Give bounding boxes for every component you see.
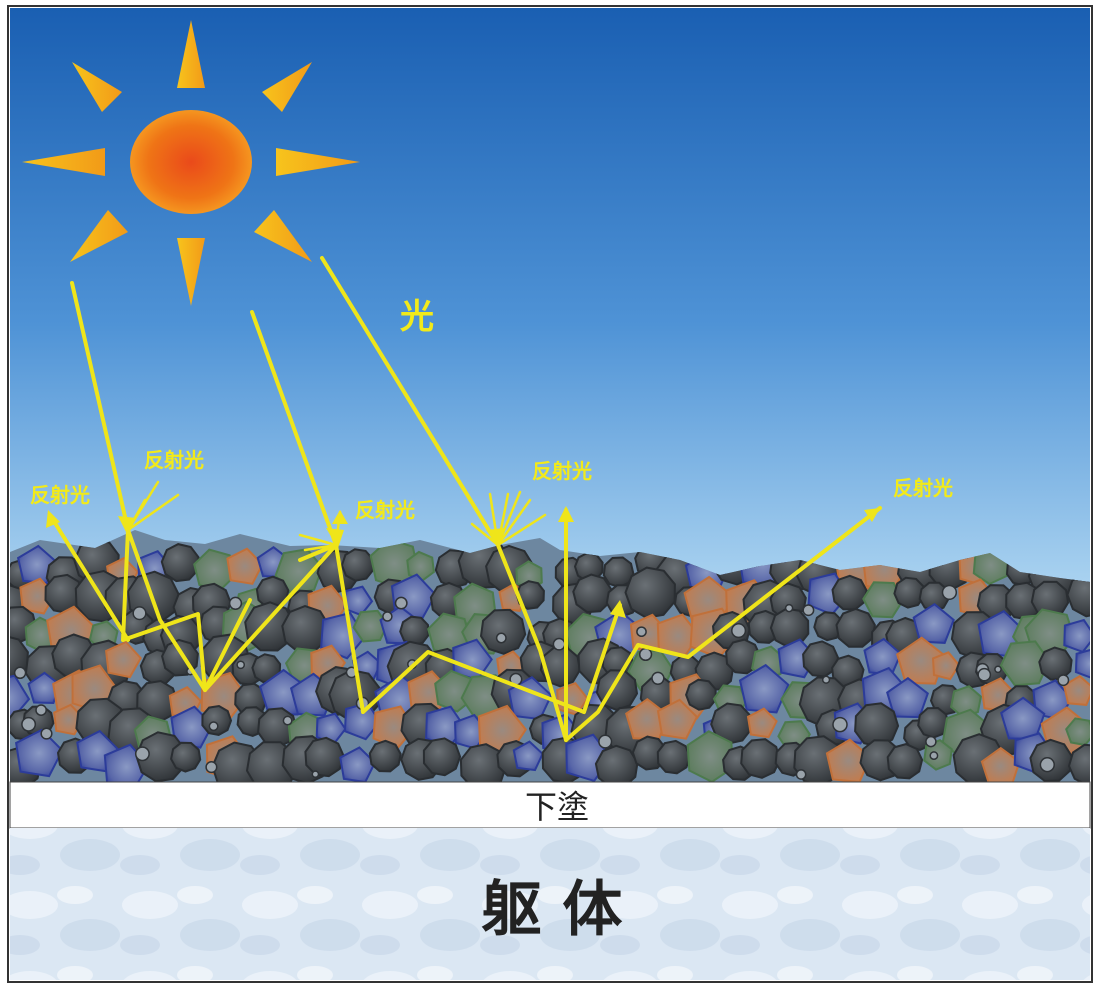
aggregate-pebble (731, 623, 747, 639)
aggregate-stone (399, 615, 430, 647)
aggregate-stone (244, 601, 296, 652)
aggregate-stone (201, 704, 233, 736)
aggregate-pebble (941, 584, 958, 601)
aggregate-pebble (994, 665, 1002, 674)
reflected-light-label-4: 反射光 (532, 459, 592, 483)
aggregate-stone (1067, 743, 1090, 782)
aggregate-stone (769, 607, 810, 648)
aggregate-stone (685, 678, 717, 711)
aggregate-pebble (1057, 674, 1070, 687)
aggregate-stone (862, 581, 904, 619)
light-beam (250, 310, 586, 714)
aggregate-stone (886, 676, 929, 719)
reflected-light-label-1: 反射光 (30, 483, 90, 507)
aggregate-pebble (228, 596, 243, 610)
aggregate-stone (813, 611, 844, 642)
aggregate-pebble (132, 606, 147, 621)
light-beam (48, 513, 130, 642)
substrate-layer (10, 828, 1090, 980)
aggregate-pebble (13, 666, 27, 680)
aggregate-stone (893, 576, 926, 609)
aggregate-stone (740, 738, 781, 779)
aggregate-stone (886, 743, 924, 780)
aggregate-pebble (495, 632, 507, 644)
aggregate-stone (105, 640, 142, 679)
light-beam (203, 543, 338, 692)
aggregate-pebble (311, 770, 320, 779)
aggregate-stone (1063, 618, 1090, 654)
aggregate-stone (594, 744, 639, 782)
aggregate-stone (422, 737, 462, 777)
aggregate-stone (1038, 646, 1073, 681)
light-beams (48, 256, 882, 742)
aggregate-stone (10, 674, 31, 722)
aggregate-stone (746, 707, 778, 739)
light-beam (298, 543, 338, 562)
aggregate-stone (160, 543, 200, 583)
aggregate-pebble (208, 721, 219, 732)
aggregate-stone (340, 548, 375, 582)
aggregate-pebble (802, 604, 815, 617)
aggregate-stone (931, 651, 961, 681)
undercoat-layer (9, 781, 1091, 829)
aggregate-stone (136, 679, 179, 723)
aggregate-pebble (651, 671, 665, 685)
aggregate-stone (835, 607, 876, 648)
aggregate-pebble (382, 611, 393, 622)
undercoat-label: 下塗 (525, 788, 589, 826)
aggregate-pebble (40, 727, 53, 740)
substrate-label: 躯 体 (482, 875, 623, 945)
aggregate-stone (831, 574, 868, 611)
aggregate-stone (170, 741, 202, 773)
aggregate-stone (479, 608, 527, 655)
aggregate-stone (1074, 647, 1090, 680)
aggregate-pebble (21, 716, 37, 732)
arrow-heads (46, 506, 880, 618)
light-beam (582, 603, 622, 714)
aggregate-pebble (638, 647, 653, 662)
light-beam (126, 528, 252, 692)
aggregate-stone (912, 602, 955, 644)
aggregate-stone (1066, 571, 1090, 618)
aggregate-stone (918, 581, 950, 613)
aggregate-pebble (598, 734, 613, 749)
aggregate-pebble (394, 596, 408, 610)
aggregate-stone (135, 731, 186, 782)
aggregate-stone (656, 698, 699, 740)
aggregate-pebble (795, 769, 807, 780)
aggregate-pebble (282, 715, 293, 726)
aggregate-stone (304, 736, 345, 778)
aggregate-stone (368, 739, 402, 773)
aggregate-pebble (925, 735, 937, 748)
sun-icon (22, 20, 360, 306)
aggregate-stone (624, 566, 676, 619)
light-beam (320, 256, 882, 742)
aggregate-pebble (1039, 757, 1055, 773)
aggregate-stone (512, 740, 544, 772)
light-label: 光 (400, 297, 434, 337)
light-beam (70, 281, 207, 692)
aggregate-pebble (821, 675, 831, 684)
aggregate-pebble (35, 704, 47, 716)
aggregate-pebble (205, 761, 218, 774)
aggregate-stone (572, 573, 613, 614)
reflected-light-label-5: 反射光 (893, 476, 953, 500)
reflected-light-label-3: 反射光 (355, 498, 415, 522)
aggregate-stone (15, 728, 64, 778)
aggregate-pebble (636, 626, 647, 638)
aggregate-stone (234, 682, 268, 717)
aggregate-stone (343, 585, 374, 617)
aggregate-pebble (832, 716, 848, 733)
aggregate-pebble (552, 637, 566, 651)
aggregate-pebble (134, 746, 150, 762)
aggregate-pebble (977, 667, 992, 682)
aggregate-pebble (929, 751, 939, 761)
aggregate-stone (656, 739, 691, 775)
aggregate-pebble (236, 660, 246, 670)
aggregate-pebble (784, 603, 794, 613)
reflected-light-label-2: 反射光 (144, 448, 204, 472)
aggregate-layer (10, 530, 1090, 782)
